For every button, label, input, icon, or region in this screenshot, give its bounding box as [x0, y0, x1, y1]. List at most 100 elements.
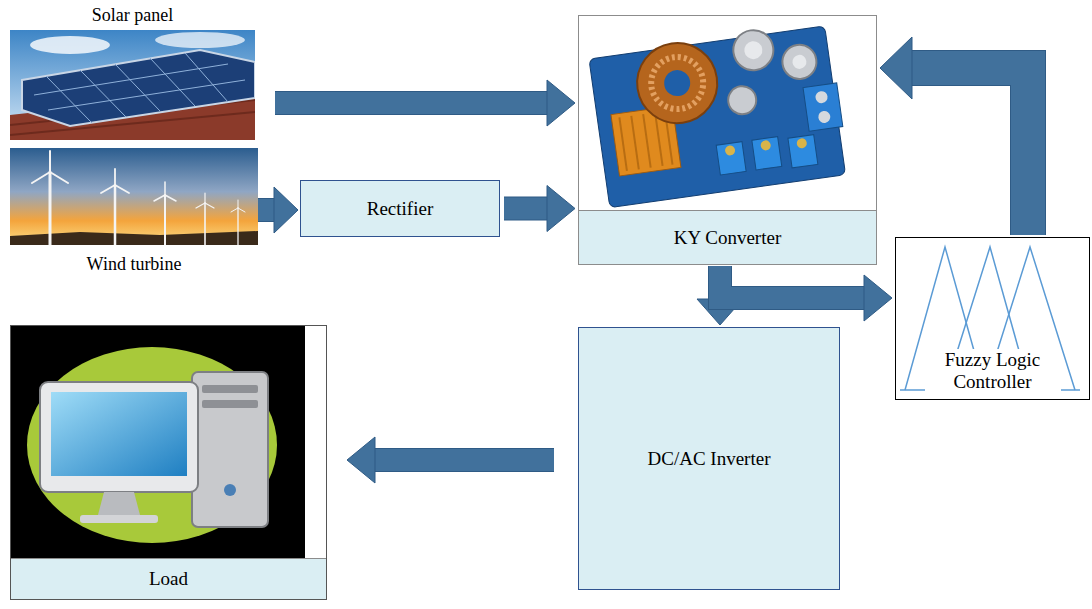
converter-board-picture — [780, 43, 818, 81]
wind-turbine-picture — [10, 231, 258, 245]
arrow-shaft — [912, 68, 1028, 235]
arrow-shaft-edge — [912, 68, 1028, 235]
wind-turbine-picture — [50, 172, 68, 183]
wind-turbine-picture — [164, 182, 166, 195]
solar-panel-picture — [10, 30, 255, 140]
converter-board-picture — [619, 117, 627, 170]
solar-panel-picture — [150, 58, 195, 106]
arrow-head — [547, 80, 575, 126]
converter-board-picture — [662, 68, 691, 97]
converter-box: KY Converter — [578, 15, 877, 265]
wind-turbine-picture — [196, 203, 205, 208]
converter-board-picture — [815, 90, 829, 104]
node-label: DC/AC Inverter — [648, 448, 771, 470]
flow-arrow — [258, 187, 298, 233]
wind-turbine-picture — [238, 200, 239, 208]
membership-functions — [895, 237, 1090, 400]
arrow-head — [274, 187, 298, 233]
converter-board-picture — [796, 138, 807, 149]
wind-turbine-picture — [49, 172, 52, 245]
flow-arrow — [720, 266, 892, 321]
arrow-shaft — [375, 449, 554, 471]
computer-icon — [202, 400, 258, 408]
process-box: Rectifier — [300, 180, 500, 237]
wind-turbine-picture — [114, 185, 117, 245]
arrow-shaft — [720, 266, 864, 298]
arrow-shaft-edge — [375, 448, 554, 472]
node-label: Wind turbine — [87, 254, 182, 275]
arrow-shaft — [258, 199, 274, 221]
load-box: Load — [10, 325, 327, 600]
node-label: Fuzzy Logic Controller — [925, 349, 1061, 393]
solar-panel-picture — [46, 76, 92, 123]
flow-arrow — [347, 437, 554, 483]
computer-icon — [202, 385, 258, 393]
arrow-shaft-edge — [504, 197, 547, 221]
solar-panel-picture — [48, 80, 245, 110]
flow-arrow — [504, 186, 575, 232]
arrow-head — [547, 186, 575, 232]
wind-turbine-picture — [237, 208, 238, 245]
solar-panel-picture — [185, 53, 228, 102]
wind-turbine-picture — [32, 172, 50, 183]
arrow-head — [864, 275, 892, 321]
wind-turbine-picture — [154, 195, 165, 201]
node-label: Solar panel — [92, 5, 173, 26]
solar-panel-picture — [22, 50, 255, 126]
converter-board-picture — [648, 54, 707, 113]
converter-board-picture — [760, 140, 771, 151]
converter-board-picture — [788, 135, 818, 168]
wind-turbine-picture — [101, 185, 115, 193]
converter-board-picture — [803, 83, 843, 131]
flow-arrow — [275, 80, 575, 126]
converter-board-picture — [589, 26, 846, 208]
converter-board-picture — [631, 116, 639, 169]
node-label: Load — [11, 558, 326, 599]
arrow-shaft-edge — [275, 91, 547, 115]
process-box: DC/AC Inverter — [578, 327, 840, 590]
arrow-shaft-edge — [720, 266, 864, 298]
solar-panel-picture — [80, 70, 126, 117]
computer-icon — [51, 392, 187, 476]
solar-panel-picture — [115, 64, 160, 111]
converter-board-picture — [726, 84, 758, 116]
computer-icon — [98, 492, 140, 515]
source-picture: Wind turbine — [10, 148, 258, 275]
wind-turbine-picture — [204, 193, 205, 203]
node-label: KY Converter — [579, 210, 876, 264]
controller-box: Fuzzy Logic Controller — [895, 237, 1090, 400]
membership-functions — [895, 237, 1090, 400]
converter-board-picture — [643, 114, 651, 167]
wind-turbine-picture — [10, 148, 258, 245]
solar-panel-picture — [30, 36, 110, 54]
converter-board-picture — [792, 54, 808, 70]
wind-turbine-picture — [114, 169, 116, 185]
computer-icon — [40, 382, 198, 492]
computer-icon — [80, 515, 158, 523]
wind-turbine-picture — [238, 208, 245, 212]
converter-board-picture — [716, 142, 746, 175]
flow-arrow — [880, 37, 1028, 235]
wind-turbine-picture — [204, 203, 206, 245]
converter-board-picture — [743, 40, 763, 60]
node-label: Rectifier — [367, 198, 433, 220]
wind-turbine-picture — [32, 151, 245, 245]
wind-turbine-picture — [205, 203, 214, 208]
converter-board-picture — [632, 38, 722, 128]
wind-turbine-picture — [164, 195, 166, 245]
arrow-shaft — [504, 198, 547, 220]
converter-board-picture — [731, 28, 776, 73]
converter-board-picture — [588, 20, 849, 208]
solar-panel-picture — [34, 64, 228, 95]
solar-panel-picture — [10, 30, 255, 140]
computer-icon — [224, 484, 236, 496]
wind-turbine-picture — [49, 151, 51, 172]
arrow-head — [347, 437, 375, 483]
computer-icon — [27, 347, 277, 543]
source-picture: Solar panel — [10, 5, 255, 142]
solar-panel-picture — [155, 32, 245, 48]
arrow-head — [880, 37, 912, 99]
converter-board-picture — [752, 137, 782, 170]
